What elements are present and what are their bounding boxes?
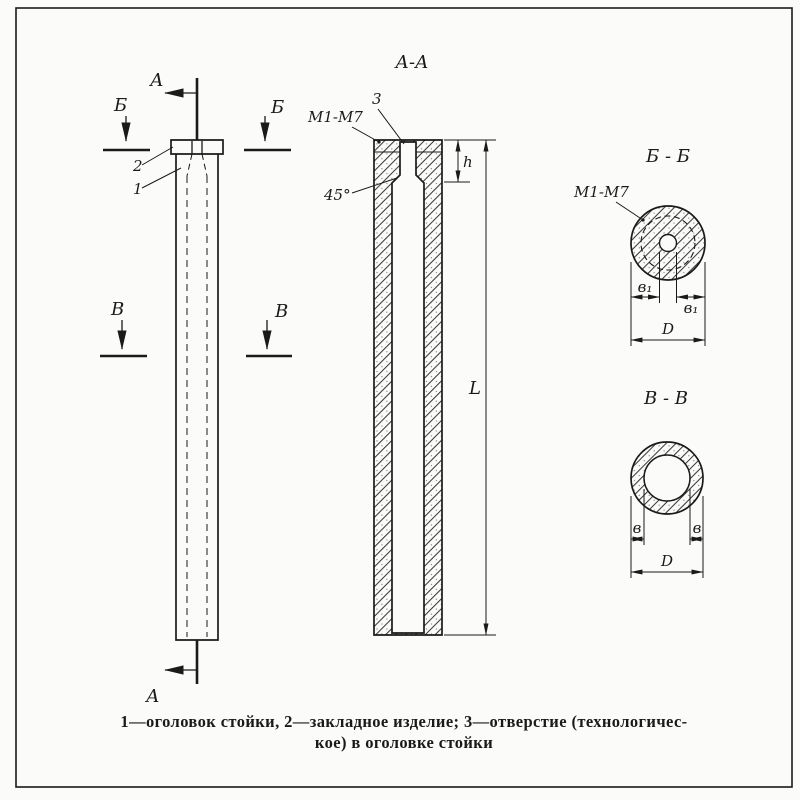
m1m7-label-aa: М1-М7 [307, 108, 363, 126]
section-vv-view [630, 441, 704, 578]
part-ref-2: 2 [132, 157, 143, 175]
section-vv-dimensions [630, 489, 704, 578]
pole-bore-taper-hidden [186, 153, 208, 177]
bb-embedded-dashed-circle [640, 215, 696, 271]
section-letter-b-left: Б [113, 95, 127, 116]
dim-D-vv-label: D [660, 552, 673, 570]
section-aa-view [351, 108, 496, 636]
dim-L-label: L [468, 378, 481, 399]
pole-body-outline [175, 154, 219, 641]
part-ref-1: 1 [133, 180, 143, 198]
dim-b-right-label: в [693, 519, 702, 537]
section-letter-a-bottom: А [144, 686, 160, 707]
section-letter-v-left: В [110, 299, 124, 320]
angle-45-label: 45° [323, 186, 351, 204]
dim-b1-left-label: в₁ [638, 278, 653, 296]
section-letter-b-right: Б [270, 97, 284, 118]
dim-b1-right-label: в₁ [684, 299, 699, 317]
section-vv-title: В - В [643, 388, 688, 409]
pole-bore-hidden-lines [186, 176, 208, 637]
leader-m1m7-bb [615, 201, 644, 221]
dim-D-bb-label: D [661, 320, 674, 338]
part-ref-3: 3 [372, 90, 382, 108]
section-letter-v-right: В [274, 301, 288, 322]
caption-line-2: кое) в оголовке стойки [315, 733, 493, 752]
vv-inner-circle [643, 454, 691, 502]
leader-part-1 [141, 167, 182, 189]
section-aa-dimensions [444, 139, 496, 636]
page-border [15, 7, 793, 788]
leader-dot-m1m7-aa [377, 140, 381, 144]
caption-line-1: 1—оголовок стойки, 2—закладное изделие; … [120, 712, 687, 731]
m1m7-label-bb: М1-М7 [573, 183, 629, 201]
section-bb-dimensions [630, 252, 706, 346]
section-aa-title: А-А [393, 52, 428, 73]
leader-part-2 [141, 146, 174, 166]
section-aa-hatched-body [373, 139, 443, 636]
section-bb-view [615, 201, 706, 346]
leader-angle-45 [351, 177, 398, 194]
dim-b-left-label: в [633, 519, 642, 537]
leader-part-3 [377, 108, 405, 145]
pole-cap-outline [170, 139, 224, 155]
leader-m1m7-aa [351, 126, 380, 143]
pole-elevation-view [141, 139, 224, 641]
section-bb-title: Б - Б [645, 146, 690, 167]
leader-dot-m1m7-bb [641, 218, 645, 222]
pole-top-hole [191, 141, 203, 154]
section-letter-a-top: А [148, 70, 164, 91]
dim-h-label: h [463, 153, 473, 171]
section-marks [100, 78, 292, 684]
bb-center-hole [658, 233, 678, 253]
